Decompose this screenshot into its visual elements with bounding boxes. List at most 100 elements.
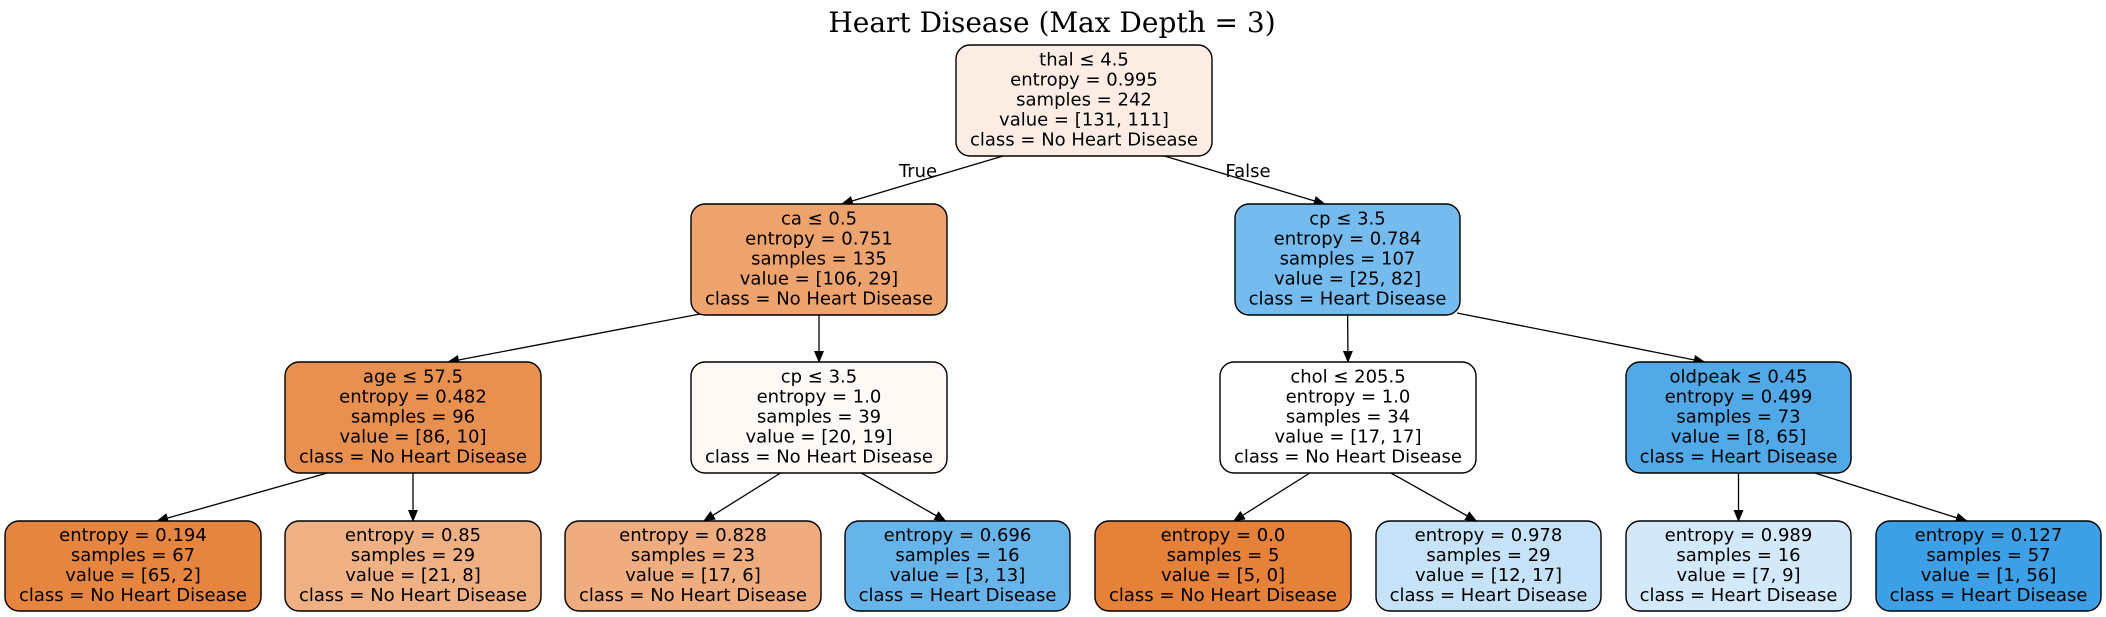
node-box	[690, 361, 948, 474]
node-line: entropy = 0.995	[1010, 70, 1158, 91]
node-box	[1875, 520, 2102, 612]
node-line: samples = 29	[1426, 545, 1550, 566]
node-line: samples = 96	[351, 407, 475, 428]
edge-n0-n2	[1157, 153, 1326, 206]
node-line: value = [8, 65]	[1671, 427, 1807, 448]
node-line: samples = 16	[1676, 545, 1800, 566]
edge-n3-n7	[156, 470, 335, 523]
node-line: value = [1, 56]	[1921, 565, 2057, 586]
node-line: entropy = 0.828	[619, 525, 767, 546]
node-line: class = Heart Disease	[1890, 585, 2088, 606]
node-box	[1234, 203, 1461, 316]
node-line: samples = 29	[351, 545, 475, 566]
node-box	[1094, 520, 1352, 612]
node-line: entropy = 0.696	[884, 525, 1032, 546]
node-line: entropy = 1.0	[757, 387, 882, 408]
node-line: samples = 39	[757, 407, 881, 428]
node-line: entropy = 0.85	[345, 525, 481, 546]
node-line: cp ≤ 3.5	[781, 367, 857, 388]
node-line: ca ≤ 0.5	[781, 209, 857, 230]
node-line: cp ≤ 3.5	[1309, 209, 1385, 230]
node-line: entropy = 0.784	[1274, 229, 1422, 250]
node-line: samples = 67	[71, 545, 195, 566]
node-line: class = No Heart Disease	[1109, 585, 1337, 606]
edge-n2-n6	[1456, 312, 1706, 365]
node-line: class = No Heart Disease	[299, 447, 527, 468]
node-box	[844, 520, 1071, 612]
node-line: entropy = 0.751	[745, 229, 893, 250]
node-line: value = [21, 8]	[345, 565, 481, 586]
edges-layer: True False	[156, 153, 1968, 523]
node-line: value = [20, 19]	[746, 427, 893, 448]
node-line: oldpeak ≤ 0.45	[1670, 367, 1808, 388]
node-line: class = No Heart Disease	[1234, 447, 1462, 468]
edge-label-true: True	[898, 161, 937, 182]
node-box	[284, 520, 542, 612]
node-box	[955, 44, 1213, 157]
node-box	[1219, 361, 1477, 474]
node-line: class = No Heart Disease	[705, 447, 933, 468]
node-line: class = Heart Disease	[1390, 585, 1588, 606]
node-line: class = No Heart Disease	[970, 130, 1198, 151]
node-line: value = [5, 0]	[1161, 565, 1285, 586]
node-line: value = [3, 13]	[890, 565, 1026, 586]
node-line: age ≤ 57.5	[363, 367, 463, 388]
node-line: value = [17, 6]	[625, 565, 761, 586]
edge-n5-n12	[1387, 470, 1478, 522]
node-line: chol ≤ 205.5	[1290, 367, 1405, 388]
node-line: class = No Heart Disease	[299, 585, 527, 606]
node-line: entropy = 0.482	[339, 387, 487, 408]
node-line: samples = 23	[631, 545, 755, 566]
node-line: samples = 34	[1286, 407, 1410, 428]
node-line: samples = 5	[1167, 545, 1280, 566]
node-line: thal ≤ 4.5	[1039, 50, 1129, 71]
node-line: value = [17, 17]	[1275, 427, 1422, 448]
node-box	[1375, 520, 1602, 612]
node-box	[564, 520, 822, 612]
node-line: samples = 73	[1676, 407, 1800, 428]
node-line: class = Heart Disease	[1640, 447, 1838, 468]
node-line: entropy = 0.0	[1161, 525, 1286, 546]
node-box	[4, 520, 262, 612]
node-line: entropy = 0.499	[1665, 387, 1813, 408]
edge-n1-n3	[447, 312, 706, 365]
node-line: value = [65, 2]	[65, 565, 201, 586]
node-line: entropy = 0.978	[1415, 525, 1563, 546]
node-line: class = No Heart Disease	[705, 289, 933, 310]
edge-label-false: False	[1225, 161, 1270, 182]
node-line: value = [25, 82]	[1274, 269, 1421, 290]
node-line: class = Heart Disease	[1640, 585, 1838, 606]
node-line: entropy = 0.989	[1665, 525, 1813, 546]
node-line: entropy = 0.194	[59, 525, 207, 546]
node-box	[1625, 361, 1852, 474]
node-line: class = Heart Disease	[1249, 289, 1447, 310]
node-line: samples = 107	[1280, 249, 1416, 270]
node-box	[1625, 520, 1852, 612]
edge-n6-n14	[1808, 470, 1968, 523]
edge-n4-n9	[703, 470, 785, 522]
node-line: value = [7, 9]	[1676, 565, 1800, 586]
node-line: samples = 57	[1926, 545, 2050, 566]
edge-n4-n10	[857, 470, 947, 522]
node-line: samples = 242	[1016, 90, 1152, 111]
node-line: samples = 135	[751, 249, 887, 270]
node-line: class = No Heart Disease	[579, 585, 807, 606]
node-line: samples = 16	[895, 545, 1019, 566]
node-box	[284, 361, 542, 474]
edge-n5-n11	[1232, 470, 1314, 522]
node-box	[690, 203, 948, 316]
